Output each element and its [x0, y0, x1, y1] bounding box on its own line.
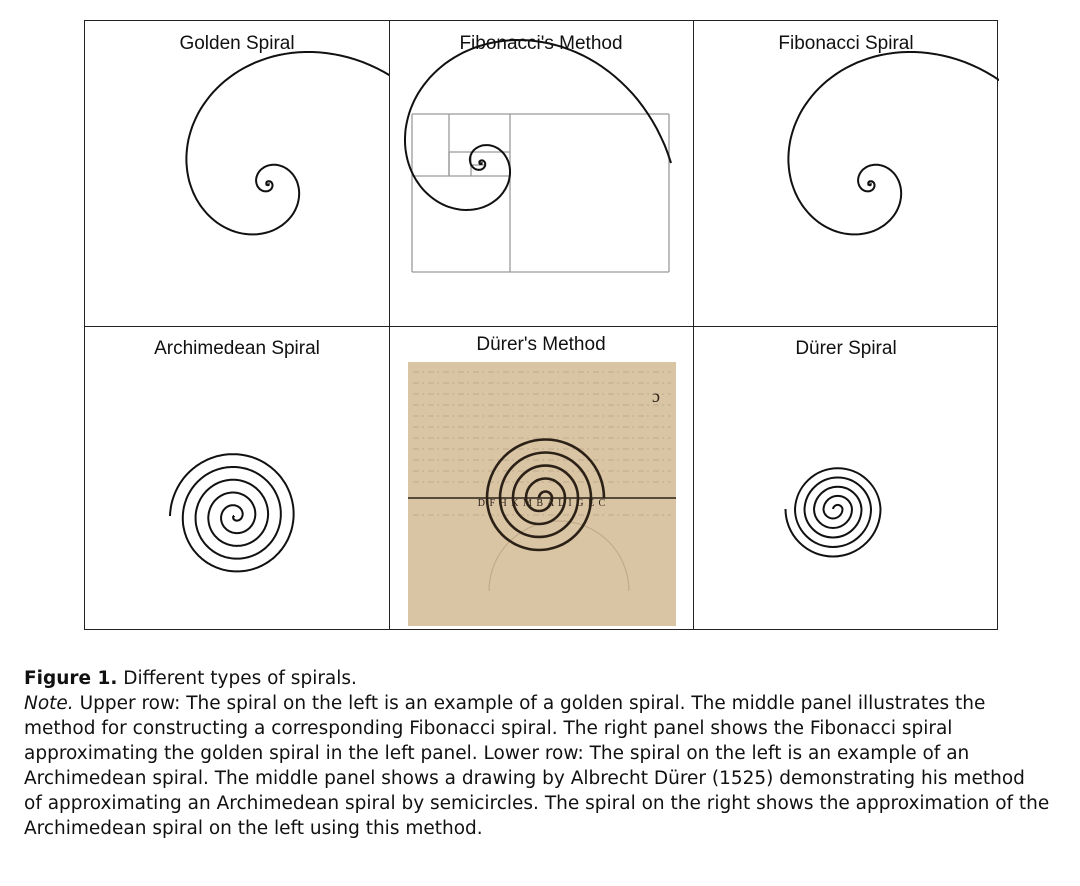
caption-line: of approximating an Archimedean spiral b… — [24, 793, 1050, 814]
panel-durer-method: Dürer's Method D F H K M B A L I G E C ɔ — [389, 326, 693, 631]
panel-archimedean-spiral: Archimedean Spiral — [85, 326, 389, 631]
figure-title: Different types of spirals. — [123, 668, 357, 689]
faded-print-lines — [413, 371, 671, 516]
panel-fibonacci-spiral: Fibonacci Spiral — [693, 21, 999, 326]
grid-divider-vertical-2 — [693, 21, 694, 629]
grid-divider-vertical-1 — [389, 21, 390, 629]
golden-spiral-drawing — [185, 51, 389, 236]
panel-title: Dürer Spiral — [795, 338, 897, 359]
golden-spiral-curve — [185, 51, 389, 236]
panel-durer-spiral: Dürer Spiral — [693, 326, 999, 631]
grid-divider-horizontal — [85, 326, 997, 327]
caption-line: Archimedean spiral. The middle panel sho… — [24, 768, 1025, 789]
panel-fibonacci-method: Fibonacci's Method — [389, 21, 693, 326]
durer-semicircles — [485, 438, 606, 552]
caption-line: method for constructing a corresponding … — [24, 718, 953, 739]
figure-grid: Golden Spiral Fibonacci's Method Fibonac… — [84, 20, 999, 631]
archimedean-spiral-drawing — [169, 453, 295, 573]
archimedean-spiral-curve — [169, 453, 295, 573]
fibonacci-spiral-drawing — [787, 51, 999, 236]
durer-method-drawing: D F H K M B A L I G E C ɔ — [408, 362, 676, 626]
durer-spiral-curve — [784, 467, 882, 558]
panel-title: Golden Spiral — [179, 33, 295, 54]
panel-golden-spiral: Golden Spiral — [85, 21, 389, 326]
note-label: Note. — [24, 693, 74, 714]
panel-title: Dürer's Method — [476, 334, 606, 355]
caption-heading: Figure 1. Different types of spirals. — [24, 666, 1064, 691]
durer-axis-letters: D F H K M B A L I G E C — [478, 498, 606, 509]
figure-label: Figure 1. — [24, 668, 118, 689]
fibonacci-method-drawing — [404, 38, 672, 273]
faded-arc — [488, 520, 630, 592]
caption-text: Upper row: The spiral on the left is an … — [79, 693, 986, 714]
durer-spiral-drawing — [784, 467, 882, 558]
panel-title: Archimedean Spiral — [154, 338, 320, 359]
panel-title: Fibonacci Spiral — [778, 33, 914, 54]
handwritten-mark: ɔ — [652, 386, 660, 406]
fibonacci-squares — [411, 113, 670, 273]
caption-line: Archimedean spiral on the left using thi… — [24, 818, 483, 839]
caption-line: Note. Upper row: The spiral on the left … — [24, 691, 1064, 716]
caption-line: approximating the golden spiral in the l… — [24, 743, 970, 764]
panel-title: Fibonacci's Method — [459, 33, 623, 54]
durer-method-spiral — [485, 438, 606, 552]
fibonacci-spiral-curve — [787, 51, 999, 236]
figure-caption: Figure 1. Different types of spirals. No… — [24, 666, 1064, 841]
fibonacci-method-spiral — [404, 38, 672, 212]
